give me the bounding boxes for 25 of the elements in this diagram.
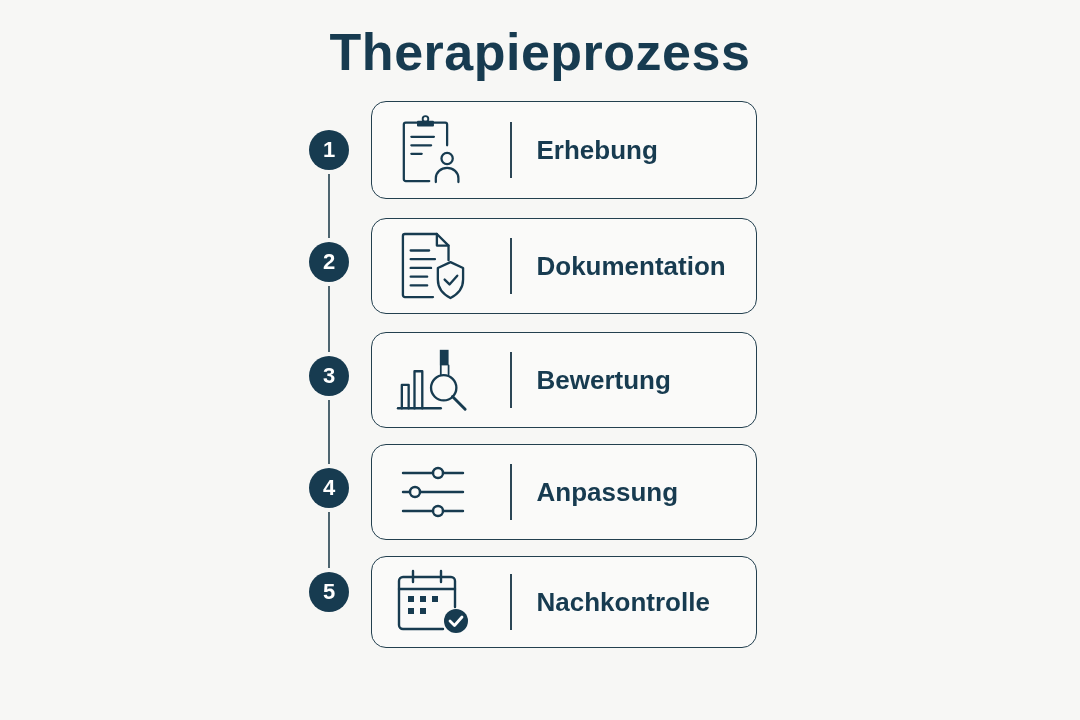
connector-line: [328, 285, 330, 353]
step-label: Erhebung: [536, 134, 658, 166]
step-label: Nachkontrolle: [536, 586, 710, 618]
step-circle: [309, 356, 349, 396]
step-number: 2: [322, 250, 336, 274]
step-circle: [309, 468, 349, 508]
step-circle: [309, 572, 349, 612]
step-card: [371, 444, 757, 540]
step-label: Anpassung: [536, 476, 679, 508]
connector-line: [328, 399, 330, 465]
step-label: Dokumentation: [536, 250, 726, 282]
step-number: 3: [322, 364, 336, 388]
connector-line: [328, 173, 330, 239]
step-circle: [309, 242, 349, 282]
step-card: [371, 556, 757, 648]
step-number: 1: [322, 138, 336, 162]
step-number: 4: [322, 476, 336, 500]
title: Therapieprozess: [328, 22, 752, 83]
step-card: [371, 218, 757, 314]
step-card: [371, 101, 757, 199]
step-circle: [309, 130, 349, 170]
step-card: [371, 332, 757, 428]
connector-line: [328, 511, 330, 569]
step-number: 5: [322, 580, 336, 604]
step-label: Bewertung: [536, 364, 671, 396]
